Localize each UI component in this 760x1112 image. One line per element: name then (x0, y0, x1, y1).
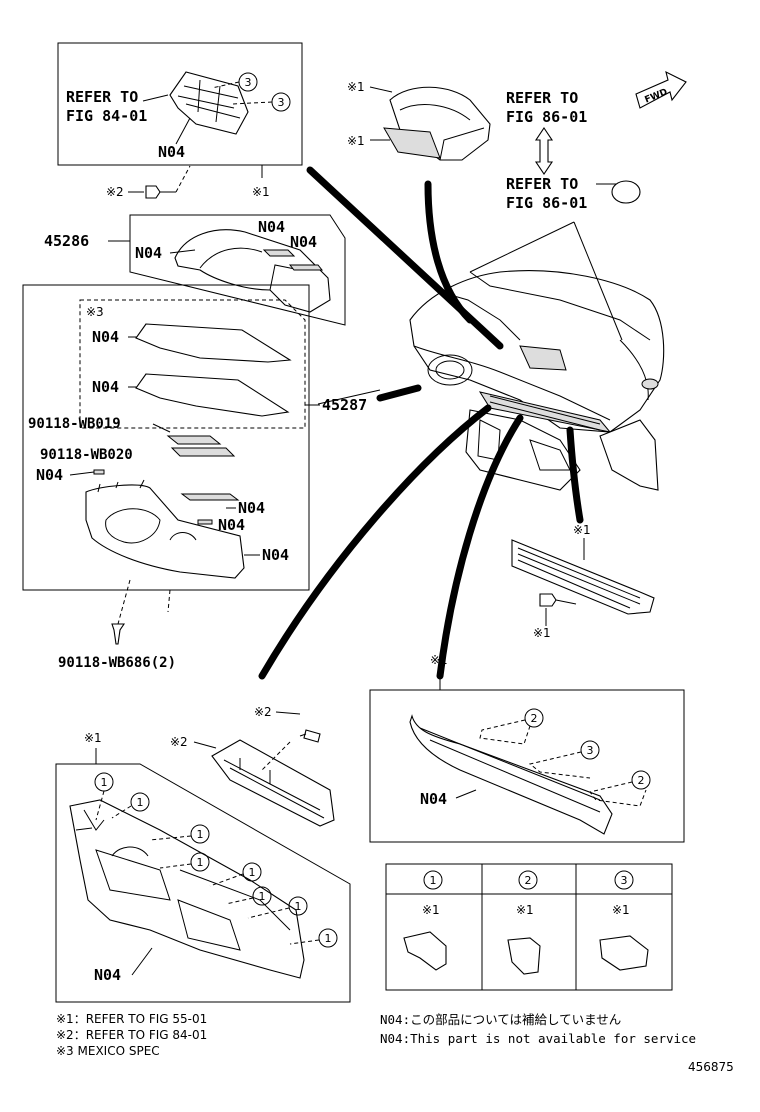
table-k1-b: ※1 (516, 903, 534, 917)
k2-label-b: ※2 (254, 705, 272, 719)
side-trim-part: ※1 ※1 (511, 523, 655, 640)
clip-3-icon (599, 935, 649, 971)
part-45286-label: 45286 (44, 232, 89, 250)
instrument-panel (409, 270, 665, 491)
n04-label-f: N04 (92, 378, 119, 396)
leader-side (566, 426, 584, 524)
clip-2-icon (507, 937, 541, 975)
k2-label-c: ※2 (170, 735, 188, 749)
n04-label-d: N04 (290, 233, 317, 251)
n04-label-l: N04 (94, 966, 121, 984)
k1-label-c: ※1 (347, 134, 365, 148)
refer-86a-label-2: FIG 86-01 (506, 108, 587, 126)
cap-part (611, 180, 641, 204)
callout-1e: 1 (249, 866, 256, 879)
fwd-arrow-icon: FWD (635, 70, 687, 109)
n04-label-j: N04 (262, 546, 289, 564)
table-callout-2: 2 (525, 874, 532, 887)
refer-86b-label-1: REFER TO (506, 175, 578, 193)
n04-label-c: N04 (258, 218, 285, 236)
k1-label-f: ※1 (430, 653, 448, 667)
inset-upper-cover: REFER TO FIG 84-01 3 3 N04 (57, 42, 303, 166)
n04-label-a: N04 (158, 143, 185, 161)
k2-label-a: ※2 (106, 185, 124, 199)
n04-label-i: N04 (218, 516, 245, 534)
k1-label-a: ※1 (252, 185, 270, 199)
diagram-id: 456875 (688, 1060, 734, 1074)
part-wb020-label: 90118-WB020 (40, 447, 133, 463)
part-45287-label: 45287 (322, 396, 367, 414)
clip-table: 1 2 3 ※1 ※1 ※1 (385, 863, 673, 991)
refer-84-label-1: REFER TO (66, 88, 138, 106)
callout-1f: 1 (259, 890, 266, 903)
callouts-lower: 1 1 1 1 1 1 1 1 (94, 772, 338, 948)
table-callout-1: 1 (430, 874, 437, 887)
leader-lower (258, 404, 492, 680)
clip-1-icon (403, 931, 447, 971)
n04-label-g: N04 (36, 466, 63, 484)
table-k1-a: ※1 (422, 903, 440, 917)
refer-86b-label-2: FIG 86-01 (506, 194, 587, 212)
legend-1: ※1：REFER TO FIG 55-01 (56, 1012, 207, 1026)
callout-2a: 2 (531, 712, 538, 725)
note-jp: N04:この部品については補給していません (380, 1012, 621, 1027)
callout-1d: 1 (197, 856, 204, 869)
callout-1g: 1 (295, 900, 302, 913)
callout-3c: 3 (587, 744, 594, 757)
callout-1b: 1 (137, 796, 144, 809)
part-45286-group: 45286 N04 N04 N04 (44, 214, 346, 326)
callout-1c: 1 (197, 828, 204, 841)
part-wb019-label: 90118-WB019 (28, 416, 121, 432)
n04-label-b: N04 (135, 244, 162, 262)
callout-3b: 3 (278, 96, 285, 109)
n04-label-e: N04 (92, 328, 119, 346)
legend-3: ※3 MEXICO SPEC (56, 1044, 160, 1058)
refer-86a-label-1: REFER TO (506, 89, 578, 107)
table-k1-c: ※1 (612, 903, 630, 917)
n04-label-k: N04 (420, 790, 447, 808)
callout-1h: 1 (325, 932, 332, 945)
center-top-part: ※1 ※1 (347, 80, 491, 161)
inset-trim-strip: ※1 2 3 2 N04 (369, 653, 685, 843)
part-wb686-label: 90118-WB686(2) (58, 655, 176, 671)
k1-label-d: ※1 (573, 523, 591, 537)
leader-glove (436, 414, 524, 680)
k3-label: ※3 (86, 305, 104, 319)
legend-2: ※2：REFER TO FIG 84-01 (56, 1028, 207, 1042)
leader-45287 (376, 384, 422, 402)
k1-label-b: ※1 (347, 80, 365, 94)
k1-label-e: ※1 (533, 626, 551, 640)
leader-cover-86 (424, 180, 474, 324)
n04-label-h: N04 (238, 499, 265, 517)
table-callout-3: 3 (621, 874, 628, 887)
callout-3a: 3 (245, 76, 252, 89)
callout-1a: 1 (101, 776, 108, 789)
refer-84-label-2: FIG 84-01 (66, 107, 147, 125)
note-en: N04:This part is not available for servi… (380, 1031, 696, 1046)
part-45287-group: ※3 N04 N04 45287 90118-WB019 90118-WB020… (22, 284, 367, 591)
callout-2b: 2 (638, 774, 645, 787)
lower-panel-group: ※1 ※2 ※2 1 1 1 1 (55, 705, 351, 1003)
k1-label-g: ※1 (84, 731, 102, 745)
